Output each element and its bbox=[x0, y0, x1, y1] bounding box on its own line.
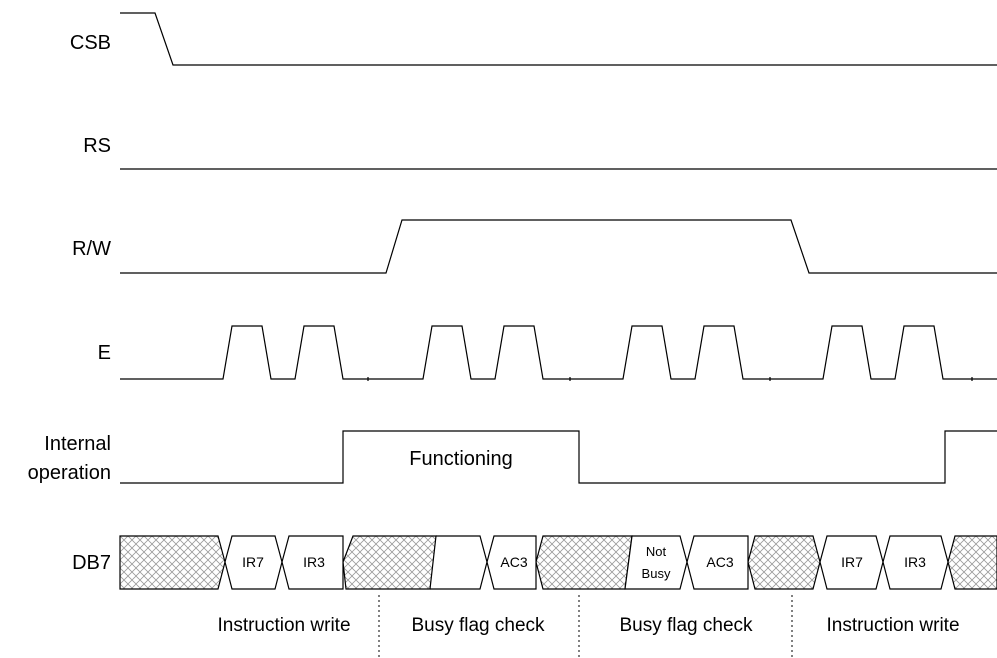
phase-label-busy-flag-check-1: Busy flag check bbox=[411, 615, 545, 636]
rw-label: R/W bbox=[72, 238, 111, 260]
db7-value-ac3-b: AC3 bbox=[706, 554, 733, 570]
db7-cell-ac3-a bbox=[486, 535, 537, 590]
db7-cell-ir7-b bbox=[819, 535, 884, 590]
internal-label-line2: operation bbox=[28, 462, 111, 484]
db7-bus: IR7 IR3 AC3 Not Busy AC3 IR7 IR3 bbox=[119, 535, 997, 590]
db7-value-ac3-a: AC3 bbox=[500, 554, 527, 570]
rw-waveform bbox=[120, 219, 997, 274]
phase-label-instruction-write-1: Instruction write bbox=[217, 615, 350, 636]
internal-operation-waveform bbox=[120, 430, 997, 484]
db7-cell-busy-gap bbox=[430, 535, 488, 590]
db7-dontcare-2 bbox=[342, 535, 437, 590]
csb-waveform bbox=[120, 12, 997, 66]
db7-value-ir7-a: IR7 bbox=[242, 554, 264, 570]
csb-label: CSB bbox=[70, 32, 111, 54]
db7-label: DB7 bbox=[72, 552, 111, 574]
phase-label-busy-flag-check-2: Busy flag check bbox=[619, 615, 753, 636]
functioning-label: Functioning bbox=[409, 448, 512, 470]
rs-label: RS bbox=[83, 135, 111, 157]
db7-value-ir7-b: IR7 bbox=[841, 554, 863, 570]
phase-label-instruction-write-2: Instruction write bbox=[826, 615, 959, 636]
db7-value-ir3-a: IR3 bbox=[303, 554, 325, 570]
db7-value-ir3-b: IR3 bbox=[904, 554, 926, 570]
db7-cell-ir7-a bbox=[224, 535, 283, 590]
db7-value-busy: Busy bbox=[642, 566, 671, 581]
db7-dontcare-4 bbox=[747, 535, 821, 590]
db7-dontcare-3 bbox=[535, 535, 633, 590]
db7-cell-ac3-b bbox=[686, 535, 749, 590]
e-label: E bbox=[98, 342, 111, 364]
db7-dontcare-5 bbox=[947, 535, 997, 590]
db7-cell-ir3-b bbox=[882, 535, 949, 590]
internal-label-line1: Internal bbox=[44, 433, 111, 455]
e-waveform bbox=[120, 325, 997, 380]
db7-cell-not-busy bbox=[624, 535, 688, 590]
db7-cell-ir3-a bbox=[281, 535, 344, 590]
db7-value-not: Not bbox=[646, 544, 667, 559]
db7-dontcare-1 bbox=[119, 535, 226, 590]
